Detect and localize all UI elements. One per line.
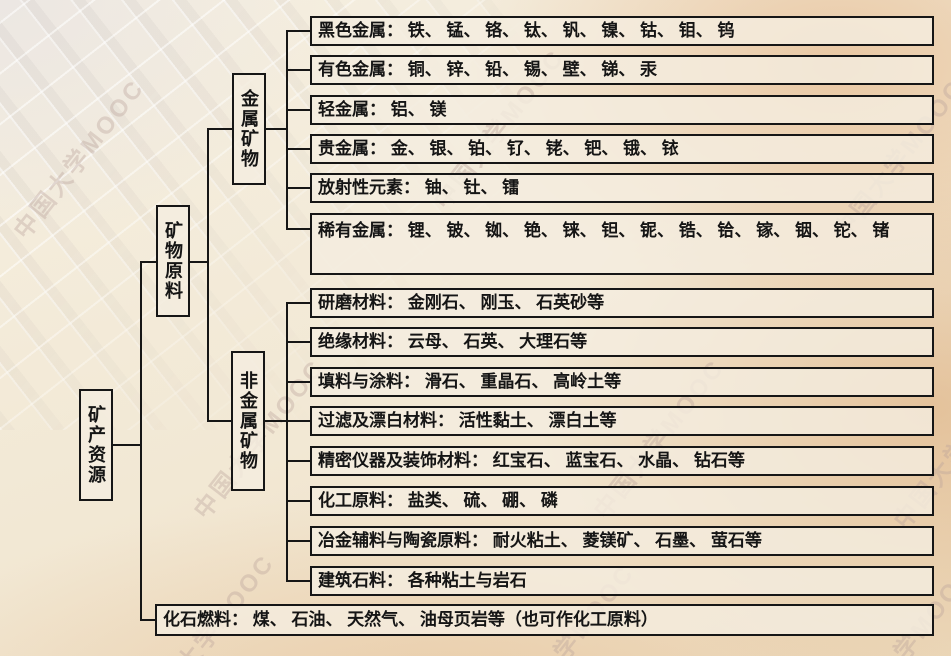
leaf-filler-coating: 填料与涂料： 滑石、 重晶石、 高岭土等 [310,367,934,397]
connector-line [286,460,310,462]
connector-line [286,30,310,32]
connector-line [266,128,287,130]
connector-line [286,381,310,383]
connector-line [140,261,142,621]
leaf-filter-bleach: 过滤及漂白材料： 活性黏土、 漂白土等 [310,406,934,436]
leaf-light-metals: 轻金属： 铝、 镁 [310,95,934,125]
leaf-metallurgy-ceramics: 冶金辅料与陶瓷原料： 耐火粘土、 菱镁矿、 石墨、 萤石等 [310,526,934,556]
leaf-building-stone: 建筑石料： 各种粘土与岩石 [310,566,934,596]
leaf-fossil-fuels: 化石燃料： 煤、 石油、 天然气、 油母页岩等（也可作化工原料） [155,604,934,636]
node-mineral-raw-material: 矿物原料 [156,205,190,317]
leaf-precious-metals: 贵金属： 金、 银、 铂、 钌、 铑、 钯、 锇、 铱 [310,134,934,164]
connector-line [286,30,288,230]
connector-line [207,128,232,130]
connector-line [286,420,310,422]
connector-line [140,619,155,621]
leaf-chemical-raw: 化工原料： 盐类、 硫、 硼、 磷 [310,486,934,516]
connector-line [286,580,310,582]
connector-line [207,128,209,422]
connector-line [286,228,310,230]
connector-line [140,261,156,263]
node-nonmetal-minerals: 非金属矿物 [231,351,265,491]
connector-line [286,187,310,189]
leaf-ferrous-metals: 黑色金属： 铁、 锰、 铬、 钛、 钒、 镍、 钴、 钼、 钨 [310,16,934,46]
leaf-insulating-materials: 绝缘材料： 云母、 石英、 大理石等 [310,327,934,357]
connector-line [286,109,310,111]
leaf-precision-decor: 精密仪器及装饰材料： 红宝石、 蓝宝石、 水晶、 钻石等 [310,446,934,476]
leaf-nonferrous-metals: 有色金属： 铜、 锌、 铅、 锡、 壁、 锑、 汞 [310,55,934,85]
connector-line [113,444,141,446]
connector-line [286,302,310,304]
leaf-abrasive-materials: 研磨材料： 金刚石、 刚玉、 石英砂等 [310,288,934,318]
connector-line [265,420,287,422]
connector-line [286,341,310,343]
connector-line [286,148,310,150]
connector-line [286,69,310,71]
connector-line [207,420,231,422]
leaf-rare-metals: 稀有金属： 锂、 铍、 铷、 铯、 铼、 钽、 铌、 锆、 铪、 镓、 铟、 铊… [310,213,934,275]
connector-line [286,302,288,582]
watermark-text: 中国大学MOOC [9,74,151,245]
leaf-radioactive-elements: 放射性元素： 铀、 钍、 镭 [310,173,934,203]
node-root-mineral-resources: 矿产资源 [79,389,113,501]
node-metal-minerals: 金属矿物 [232,73,266,185]
watermark-text: 中国大学MOOC [139,549,281,656]
connector-line [286,540,310,542]
connector-line [286,500,310,502]
